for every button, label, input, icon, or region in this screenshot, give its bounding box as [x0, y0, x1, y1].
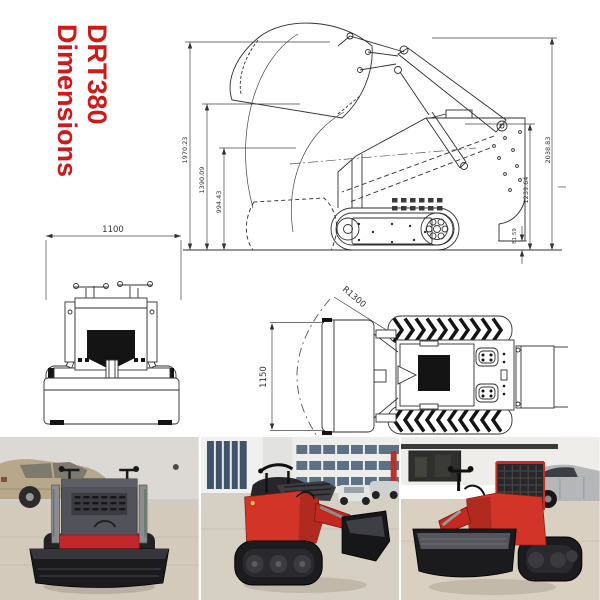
- dim-label-clearance: 81.59: [512, 228, 518, 244]
- dim-label-height-3: 994.43: [215, 191, 223, 214]
- dim-label-height-1: 1970.23: [181, 137, 189, 164]
- photo-row: [0, 437, 600, 600]
- red-banner: [390, 451, 397, 485]
- dim-label-turn-radius: R1300: [340, 285, 368, 310]
- dimension-drawings: 1970.23 1390.09 994.43 1239.64 2038.83: [43, 22, 568, 444]
- track-bolts: [357, 222, 427, 244]
- dim-label-body-height: 1239.64: [522, 177, 530, 204]
- loader-front: [29, 466, 170, 594]
- dim-label-height-2: 1390.09: [198, 167, 206, 194]
- top-track-tread: [392, 317, 504, 343]
- wall-fixture: [172, 464, 179, 470]
- building-windows: [296, 445, 400, 486]
- dim-label-front-width: 1100: [102, 225, 124, 235]
- loader-three-quarter: [233, 463, 390, 593]
- side-view-drawing: 1970.23 1390.09 994.43 1239.64 2038.83: [181, 22, 566, 264]
- front-view-drawing: 1100: [43, 225, 182, 425]
- loader-bucket-lowered: [412, 461, 583, 595]
- photo-three-quarter-right: [200, 437, 400, 600]
- top-view-drawing: 1150 R1300: [259, 285, 568, 444]
- photo-front-view: [0, 437, 199, 600]
- dim-label-overall-height: 2038.83: [544, 137, 552, 164]
- photo-three-quarter-left: [401, 437, 600, 600]
- bottom-track-tread: [391, 407, 503, 433]
- body-grille: [392, 198, 443, 211]
- body-holes: [492, 130, 522, 192]
- dim-label-top-width: 1150: [259, 366, 269, 388]
